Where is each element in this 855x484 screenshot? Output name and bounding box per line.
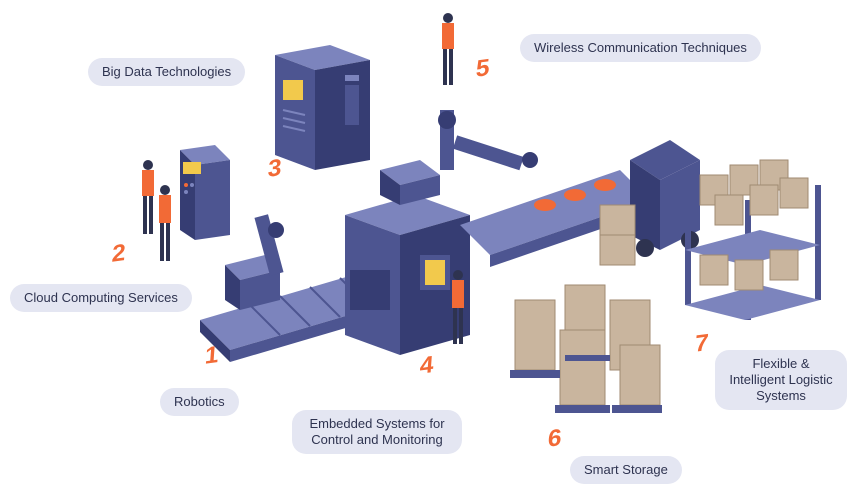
server-cabinet xyxy=(275,45,370,170)
label-cloud: Cloud Computing Services xyxy=(10,284,192,312)
step-number-7: 7 xyxy=(693,329,710,358)
step-number-1: 1 xyxy=(203,341,220,370)
worker-top xyxy=(442,13,454,85)
logistic-rack xyxy=(685,159,821,320)
control-terminal xyxy=(180,145,230,240)
step-number-5: 5 xyxy=(474,54,491,83)
storage-pallets xyxy=(510,284,662,413)
label-wireless: Wireless Communication Techniques xyxy=(520,34,761,62)
label-big-data: Big Data Technologies xyxy=(88,58,246,86)
central-machine xyxy=(345,195,470,355)
robot-arm-center xyxy=(380,110,538,205)
robot-arm-left xyxy=(225,214,284,310)
label-logistics: Flexible & Intelligent Logistic Systems xyxy=(715,350,847,410)
worker-operator xyxy=(452,270,464,344)
step-number-2: 2 xyxy=(110,239,127,268)
step-number-4: 4 xyxy=(418,351,435,380)
label-smart-storage: Smart Storage xyxy=(570,456,682,484)
step-number-6: 6 xyxy=(546,424,563,453)
step-number-3: 3 xyxy=(266,154,283,183)
worker-pair xyxy=(142,160,171,261)
label-robotics: Robotics xyxy=(160,388,239,416)
label-embedded: Embedded Systems for Control and Monitor… xyxy=(292,410,462,454)
forklift xyxy=(599,140,700,266)
